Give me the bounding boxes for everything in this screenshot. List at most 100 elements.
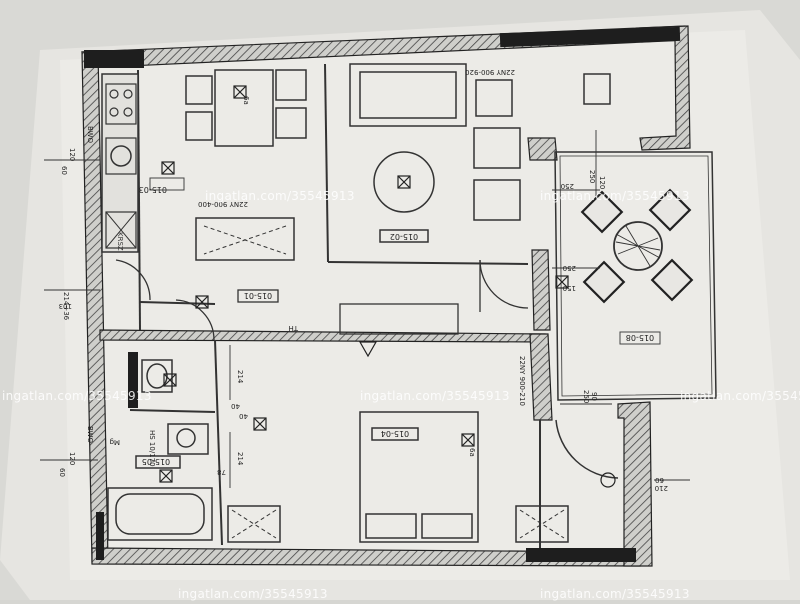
armchair — [473, 127, 521, 169]
bedroom — [227, 411, 619, 543]
kitchen-area: KRSZ 015-03 — [101, 73, 185, 253]
switch-icon — [358, 341, 378, 358]
burner-icon — [109, 89, 119, 99]
door-spec-400: 22NY 900-400 — [198, 200, 248, 208]
bathroom — [107, 359, 213, 541]
dim-60-a: 60 — [60, 166, 68, 175]
washbasin — [167, 423, 209, 455]
dim-214-a: 214 — [236, 370, 244, 384]
sofa-seat — [359, 71, 457, 119]
patio-table — [613, 221, 663, 271]
room-tag-bedroom — [371, 427, 419, 441]
dim-250-a: 250 — [561, 182, 574, 190]
dim-6a-a: 6a — [242, 96, 250, 105]
bwo-label-bottom: BWO — [86, 426, 94, 443]
hs-label: HS 10/170 — [148, 430, 156, 467]
dim-214-b: 214 — [236, 452, 244, 466]
bwo-label-top: BWO — [86, 126, 94, 143]
living-room — [349, 63, 611, 243]
patio-chair — [650, 258, 694, 302]
watermark: ingatlan.com/35545913 — [178, 587, 328, 601]
light-fixture-icon — [163, 373, 177, 387]
hall-area — [115, 259, 529, 341]
room-tag-kitchen — [149, 177, 185, 191]
dim-120-a: 120 — [68, 148, 76, 161]
pillow — [421, 513, 473, 539]
light-fixture-icon — [233, 85, 247, 99]
door-swing — [479, 259, 529, 309]
electrical-symbols — [159, 85, 616, 488]
dining-chair — [275, 69, 307, 101]
socket-icon — [600, 472, 616, 488]
dim-78: 78 — [217, 468, 226, 476]
light-fixture-icon — [159, 469, 173, 483]
burner-icon — [123, 107, 133, 117]
terrace — [554, 151, 717, 401]
light-fixture-icon — [555, 275, 569, 289]
dim-60-r: 60 — [655, 476, 664, 484]
burner-icon — [109, 107, 119, 117]
dim-250-b: 250 — [563, 264, 576, 272]
door-spec-920: 22NY 900-920 — [465, 68, 515, 76]
kitchen-sink — [105, 137, 137, 175]
room-tag-terrace — [619, 331, 661, 345]
double-bed — [359, 411, 479, 543]
dim-250-r: 250 — [582, 390, 590, 403]
light-fixture-icon — [461, 433, 475, 447]
light-fixture-icon — [253, 417, 267, 431]
armchair — [475, 79, 513, 117]
dining-chair — [185, 75, 213, 105]
dimension-labels: 60 120 214+36 103 60 120 214 214 78 250 … — [58, 68, 668, 492]
watermark: ingatlan.com/35545913 — [540, 587, 690, 601]
patio-chair — [648, 188, 692, 232]
door-swing — [175, 299, 215, 341]
balcony-chair — [583, 73, 611, 105]
patio-chair — [580, 190, 624, 234]
dimension-lines — [40, 130, 690, 488]
kitchen-island — [195, 217, 295, 261]
armchair — [473, 179, 521, 221]
burner-icon — [123, 89, 133, 99]
room-label-terrace: 015-08 — [626, 333, 654, 342]
paper-inner — [60, 30, 790, 580]
watermark: ingatlan.com/35545913 — [360, 389, 510, 403]
dim-40: 40 — [239, 412, 248, 420]
dining-chair — [185, 111, 213, 141]
pillow — [365, 513, 417, 539]
toilet — [141, 359, 173, 393]
dining-chair — [275, 107, 307, 139]
mb-label: Mg — [110, 438, 120, 446]
coffee-table — [373, 151, 435, 213]
door-swing — [115, 259, 151, 301]
fridge — [105, 211, 137, 249]
th-label: TH — [288, 324, 299, 332]
room-tag-hall — [237, 289, 279, 303]
krsz-label: KRSZ — [116, 232, 124, 251]
dim-90: 90 — [590, 392, 598, 401]
cooktop — [105, 83, 137, 125]
light-fixture-icon — [397, 175, 411, 189]
bathtub — [107, 487, 213, 541]
washbasin-bowl-icon — [176, 428, 196, 448]
patio-chair — [582, 260, 626, 304]
kitchen-counter — [101, 73, 139, 253]
door-spec-210: 22NY 900-210 — [518, 356, 526, 406]
room-label-bath: 015-05 — [142, 457, 170, 466]
watermark: ingatlan.com/35545913 — [540, 189, 690, 203]
dim-40-b: 40 — [231, 402, 240, 410]
wall-accents — [84, 26, 681, 562]
dim-120-b: 120 — [68, 452, 76, 465]
watermark: ingatlan.com/35545913 — [680, 389, 800, 403]
bathtub-inner — [115, 493, 205, 535]
dim-60-b: 60 — [58, 468, 66, 477]
light-fixture-icon — [195, 295, 209, 309]
dim-210: 210 — [655, 484, 668, 492]
room-label-hall: 015-01 — [244, 291, 272, 300]
misc-labels: BWO BWO TH Mg — [86, 126, 299, 446]
dim-214-36: 214+36 — [62, 292, 70, 321]
door-swing — [555, 419, 619, 479]
room-label-living: 015-02 — [390, 232, 418, 241]
dim-120-t: 120 — [598, 176, 606, 189]
